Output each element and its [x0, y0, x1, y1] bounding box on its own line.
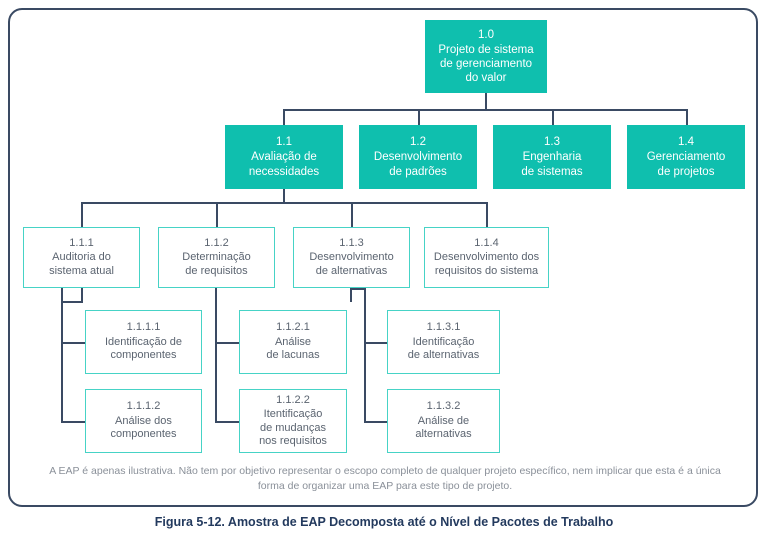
node-1-0[interactable]: 1.0 Projeto de sistema de gerenciamento … — [425, 20, 547, 93]
node-1-1-3-2[interactable]: 1.1.3.2 Análise de alternativas — [387, 389, 500, 453]
node-number: 1.1.3 — [339, 236, 364, 249]
connector-1-1-stem — [283, 189, 285, 203]
connector-1-1-1-stem — [81, 288, 83, 302]
node-number: 1.1.2.1 — [276, 321, 310, 334]
connector-level2-bus — [283, 109, 688, 111]
node-number: 1.3 — [544, 136, 560, 149]
node-number: 1.1.3.1 — [426, 321, 461, 334]
node-number: 1.4 — [678, 136, 694, 149]
node-1-1[interactable]: 1.1 Avaliação de necessidades — [225, 125, 343, 189]
node-title: Determinação de requisitos — [182, 251, 251, 277]
connector-1-1-3-stem — [350, 288, 352, 302]
node-number: 1.1.1.1 — [126, 321, 161, 334]
connector-drop-1-1-3 — [351, 202, 353, 227]
node-title: Desenvolvimento dos requisitos do sistem… — [433, 251, 540, 277]
connector-1-1-1-stem-link — [61, 301, 83, 303]
node-number: 1.1 — [276, 136, 292, 149]
node-number: 1.2 — [410, 136, 426, 149]
connector-1-1-1-spine — [61, 288, 63, 423]
connector-drop-1-4 — [686, 109, 688, 125]
node-number: 1.1.2.2 — [276, 393, 310, 406]
node-number: 1.1.2 — [204, 236, 229, 249]
node-title: Auditoria do sistema atual — [49, 251, 114, 277]
connector-1-1-1-elbow-bottom — [61, 421, 87, 423]
connector-1-1-2-elbow-bottom — [215, 421, 241, 423]
connector-drop-1-2 — [418, 109, 420, 125]
node-title: Identificação de alternativas — [407, 335, 480, 362]
connector-drop-1-3 — [552, 109, 554, 125]
connector-level3-bus — [81, 202, 488, 204]
node-title: Análise de lacunas — [266, 335, 320, 362]
node-title: Análise de alternativas — [415, 414, 472, 441]
node-1-4[interactable]: 1.4 Gerenciamento de projetos — [627, 125, 745, 189]
node-title: Engenharia de sistemas — [521, 151, 583, 178]
node-1-3[interactable]: 1.3 Engenharia de sistemas — [493, 125, 611, 189]
node-title: Identificação de componentes — [104, 335, 183, 362]
node-number: 1.1.1.2 — [126, 400, 161, 413]
node-number: 1.1.3.2 — [426, 400, 461, 413]
connector-drop-1-1-2 — [216, 202, 218, 227]
node-title: Avaliação de necessidades — [248, 151, 320, 178]
node-title: Desenvolvimento de padrões — [373, 151, 463, 178]
connector-1-1-2-elbow-top — [215, 342, 241, 344]
node-1-1-1-1[interactable]: 1.1.1.1 Identificação de componentes — [85, 310, 202, 374]
node-number: 1.1.1 — [69, 236, 94, 249]
node-1-1-4[interactable]: 1.1.4 Desenvolvimento dos requisitos do … — [424, 227, 549, 288]
node-title: Gerenciamento de projetos — [646, 151, 726, 178]
connector-1-1-3-stem-link — [350, 288, 366, 290]
connector-1-1-1-elbow-top — [61, 342, 87, 344]
node-1-1-3-1[interactable]: 1.1.3.1 Identificação de alternativas — [387, 310, 500, 374]
node-title: Itentificação de mudanças nos requisitos — [259, 408, 327, 447]
connector-1-1-2-spine — [215, 288, 217, 423]
connector-1-1-3-elbow-top — [364, 342, 388, 344]
node-1-1-1[interactable]: 1.1.1 Auditoria do sistema atual — [23, 227, 140, 288]
node-title: Análise dos componentes — [110, 414, 177, 441]
connector-1-1-3-elbow-bottom — [364, 421, 388, 423]
diagram-footnote: A EAP é apenas ilustrativa. Não tem por … — [49, 465, 721, 493]
node-1-1-3[interactable]: 1.1.3 Desenvolvimento de alternativas — [293, 227, 410, 288]
connector-1-1-3-spine — [364, 288, 366, 423]
node-1-1-1-2[interactable]: 1.1.1.2 Análise dos componentes — [85, 389, 202, 453]
connector-drop-1-1 — [283, 109, 285, 125]
node-1-1-2-1[interactable]: 1.1.2.1 Análise de lacunas — [239, 310, 347, 374]
node-1-2[interactable]: 1.2 Desenvolvimento de padrões — [359, 125, 477, 189]
node-title: Desenvolvimento de alternativas — [309, 251, 394, 277]
connector-drop-1-1-4 — [486, 202, 488, 227]
connector-drop-1-1-1 — [81, 202, 83, 227]
node-1-1-2-2[interactable]: 1.1.2.2 Itentificação de mudanças nos re… — [239, 389, 347, 453]
node-title: Projeto de sistema de gerenciamento do v… — [438, 43, 534, 85]
node-number: 1.0 — [478, 28, 494, 41]
connector-root-stem — [485, 93, 487, 110]
figure-caption: Figura 5-12. Amostra de EAP Decomposta a… — [154, 515, 614, 529]
node-number: 1.1.4 — [474, 236, 499, 249]
node-1-1-2[interactable]: 1.1.2 Determinação de requisitos — [158, 227, 275, 288]
